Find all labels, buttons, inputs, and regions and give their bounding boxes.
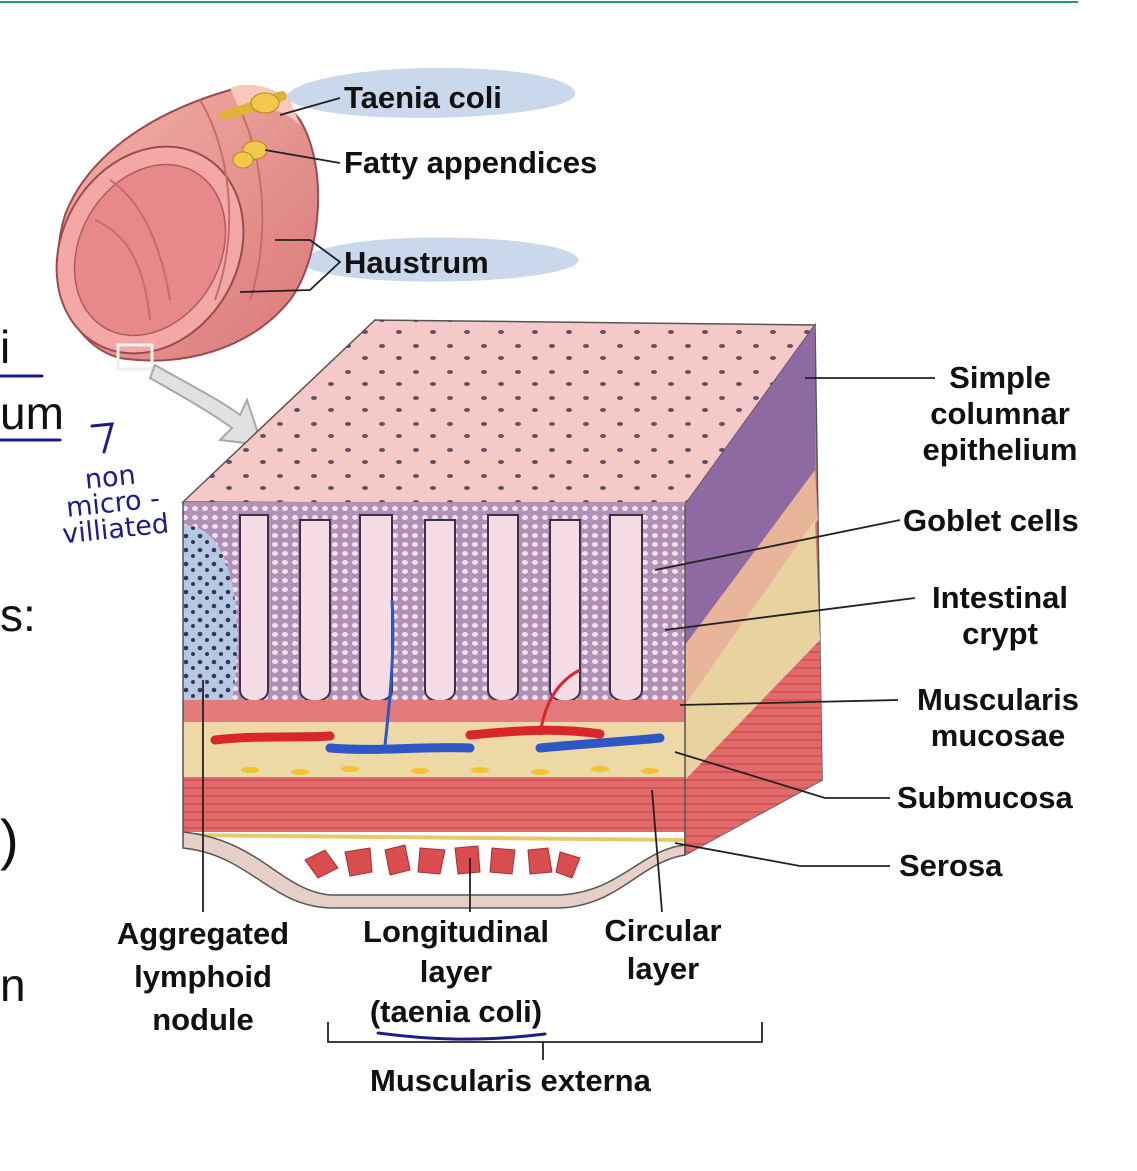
left-fragment-2: um xyxy=(0,387,64,439)
left-fragment-1: i xyxy=(0,321,11,373)
label-serosa: Serosa xyxy=(899,848,1003,883)
zoom-arrow xyxy=(148,363,264,447)
highlight-haustrum xyxy=(300,237,579,282)
colon-tube xyxy=(55,84,320,371)
label-circular-layer: Circular layer xyxy=(604,913,722,986)
label-taenia-coli: Taenia coli xyxy=(344,80,502,115)
label-aggregated-lymphoid-nodule: Aggregated lymphoid nodule xyxy=(116,916,290,1037)
left-fragment-3: s: xyxy=(0,589,36,641)
label-intestinal-crypt: Intestinal crypt xyxy=(931,580,1069,651)
label-muscularis-mucosae: Muscularis mucosae xyxy=(917,682,1079,753)
label-haustrum: Haustrum xyxy=(344,245,489,280)
left-fragment-4: ) xyxy=(0,808,19,871)
left-fragment-5: n xyxy=(0,959,26,1011)
label-fatty-appendices: Fatty appendices xyxy=(344,145,598,180)
label-simple-columnar-epithelium: Simple columnar epithelium xyxy=(922,360,1078,467)
label-submucosa: Submucosa xyxy=(897,780,1073,815)
highlight-taenia xyxy=(285,67,576,118)
tissue-block xyxy=(181,319,823,909)
handwritten-note: non micro - villiated xyxy=(60,459,171,551)
label-longitudinal-layer: Longitudinal layer (taenia coli) xyxy=(363,914,549,1029)
label-goblet-cells: Goblet cells xyxy=(903,503,1079,538)
label-muscularis-externa: Muscularis externa xyxy=(370,1063,651,1098)
